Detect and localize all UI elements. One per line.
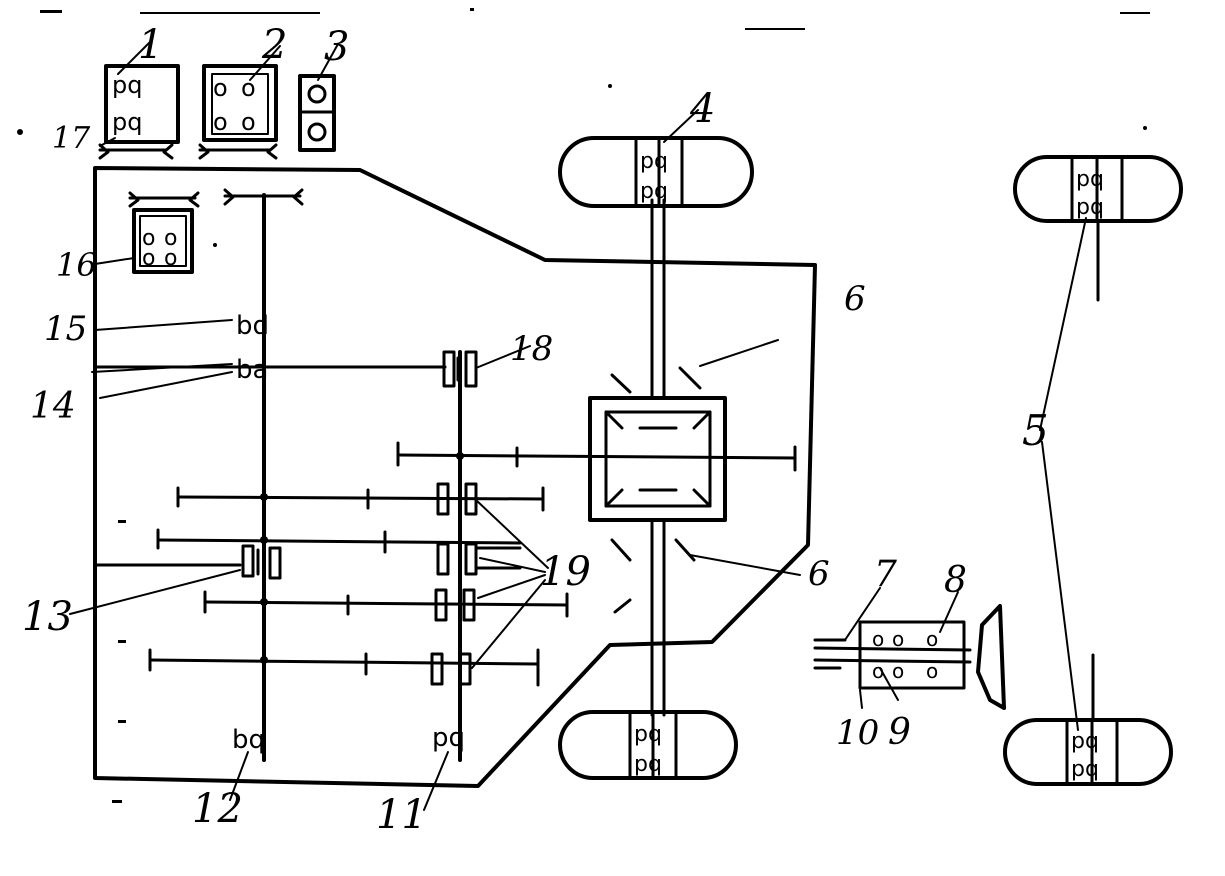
gear-row-3 [156, 528, 522, 576]
svg-text:bq: bq [232, 725, 265, 755]
label-6-bottom: 6 [808, 554, 830, 594]
svg-text:o: o [142, 246, 155, 271]
label-12: 12 [192, 786, 243, 832]
svg-text:o: o [926, 627, 938, 651]
label-18: 18 [510, 329, 553, 369]
label-1: 1 [138, 22, 163, 68]
casing-outline [93, 166, 817, 788]
label-7: 7 [874, 554, 897, 595]
svg-text:o: o [892, 627, 904, 651]
svg-text:o: o [213, 74, 228, 102]
svg-text:o: o [872, 659, 884, 683]
svg-text:o: o [213, 108, 228, 136]
svg-text:o: o [241, 74, 256, 102]
svg-text:pq: pq [634, 722, 662, 747]
svg-text:pq: pq [1076, 195, 1104, 220]
svg-text:o: o [142, 226, 155, 251]
svg-text:o: o [164, 226, 177, 251]
svg-text:o: o [164, 246, 177, 271]
gear-row-5 [148, 648, 540, 687]
label-2: 2 [261, 22, 287, 68]
number-labels: 1 2 3 4 5 6 6 7 8 9 10 11 12 13 14 15 16… [22, 22, 1049, 838]
svg-text:pq: pq [112, 71, 142, 99]
svg-text:o: o [892, 659, 904, 683]
component-3 [298, 74, 336, 152]
label-3: 3 [324, 24, 349, 70]
svg-text:pq: pq [634, 752, 662, 777]
svg-text:o: o [241, 108, 256, 136]
gear-row-4 [203, 588, 569, 622]
component-16: o o o o [128, 191, 200, 274]
differential [588, 366, 727, 614]
svg-text:pq: pq [1071, 729, 1099, 754]
label-6-top: 6 [844, 279, 866, 319]
component-2: o o o o [198, 64, 278, 160]
wheel-front-bottom: pq pq [558, 710, 738, 780]
svg-text:pq: pq [112, 108, 142, 136]
label-5: 5 [1022, 406, 1049, 455]
front-axle [650, 198, 666, 717]
shaft-middle: pq [432, 350, 465, 762]
clutch-13 [241, 544, 282, 580]
label-15: 15 [44, 309, 87, 349]
svg-text:ba: ba [236, 355, 268, 385]
label-4: 4 [689, 86, 715, 132]
svg-text:pq: pq [432, 723, 465, 753]
label-9: 9 [888, 712, 911, 753]
label-17: 17 [52, 121, 91, 156]
label-16: 16 [56, 246, 97, 284]
wheel-front-top: pq pq [558, 136, 754, 208]
svg-text:pq: pq [1076, 167, 1104, 192]
gear-row-1 [396, 441, 797, 472]
svg-text:bd: bd [236, 311, 269, 341]
label-14: 14 [30, 386, 76, 427]
svg-text:pq: pq [640, 149, 668, 174]
svg-text:pq: pq [1071, 757, 1099, 782]
label-10: 10 [836, 713, 879, 753]
gear-row-2 [176, 482, 545, 516]
label-19: 19 [540, 549, 591, 595]
label-8: 8 [944, 560, 967, 601]
leader-lines [69, 39, 1087, 811]
svg-text:pq: pq [640, 179, 668, 204]
svg-text:o: o [872, 627, 884, 651]
wheel-rear-bottom: pq pq [1003, 653, 1173, 786]
label-11: 11 [376, 792, 427, 838]
svg-text:o: o [926, 659, 938, 683]
wheel-rear-top: pq pq [1013, 155, 1183, 302]
label-13: 13 [22, 594, 73, 640]
clutch-18 [442, 350, 478, 388]
component-1: pq pq [98, 64, 180, 160]
scan-noise [17, 8, 1150, 803]
assembly-7-10: o o o o o o [813, 604, 1006, 710]
shaft-left: bd ba bq [223, 188, 304, 762]
